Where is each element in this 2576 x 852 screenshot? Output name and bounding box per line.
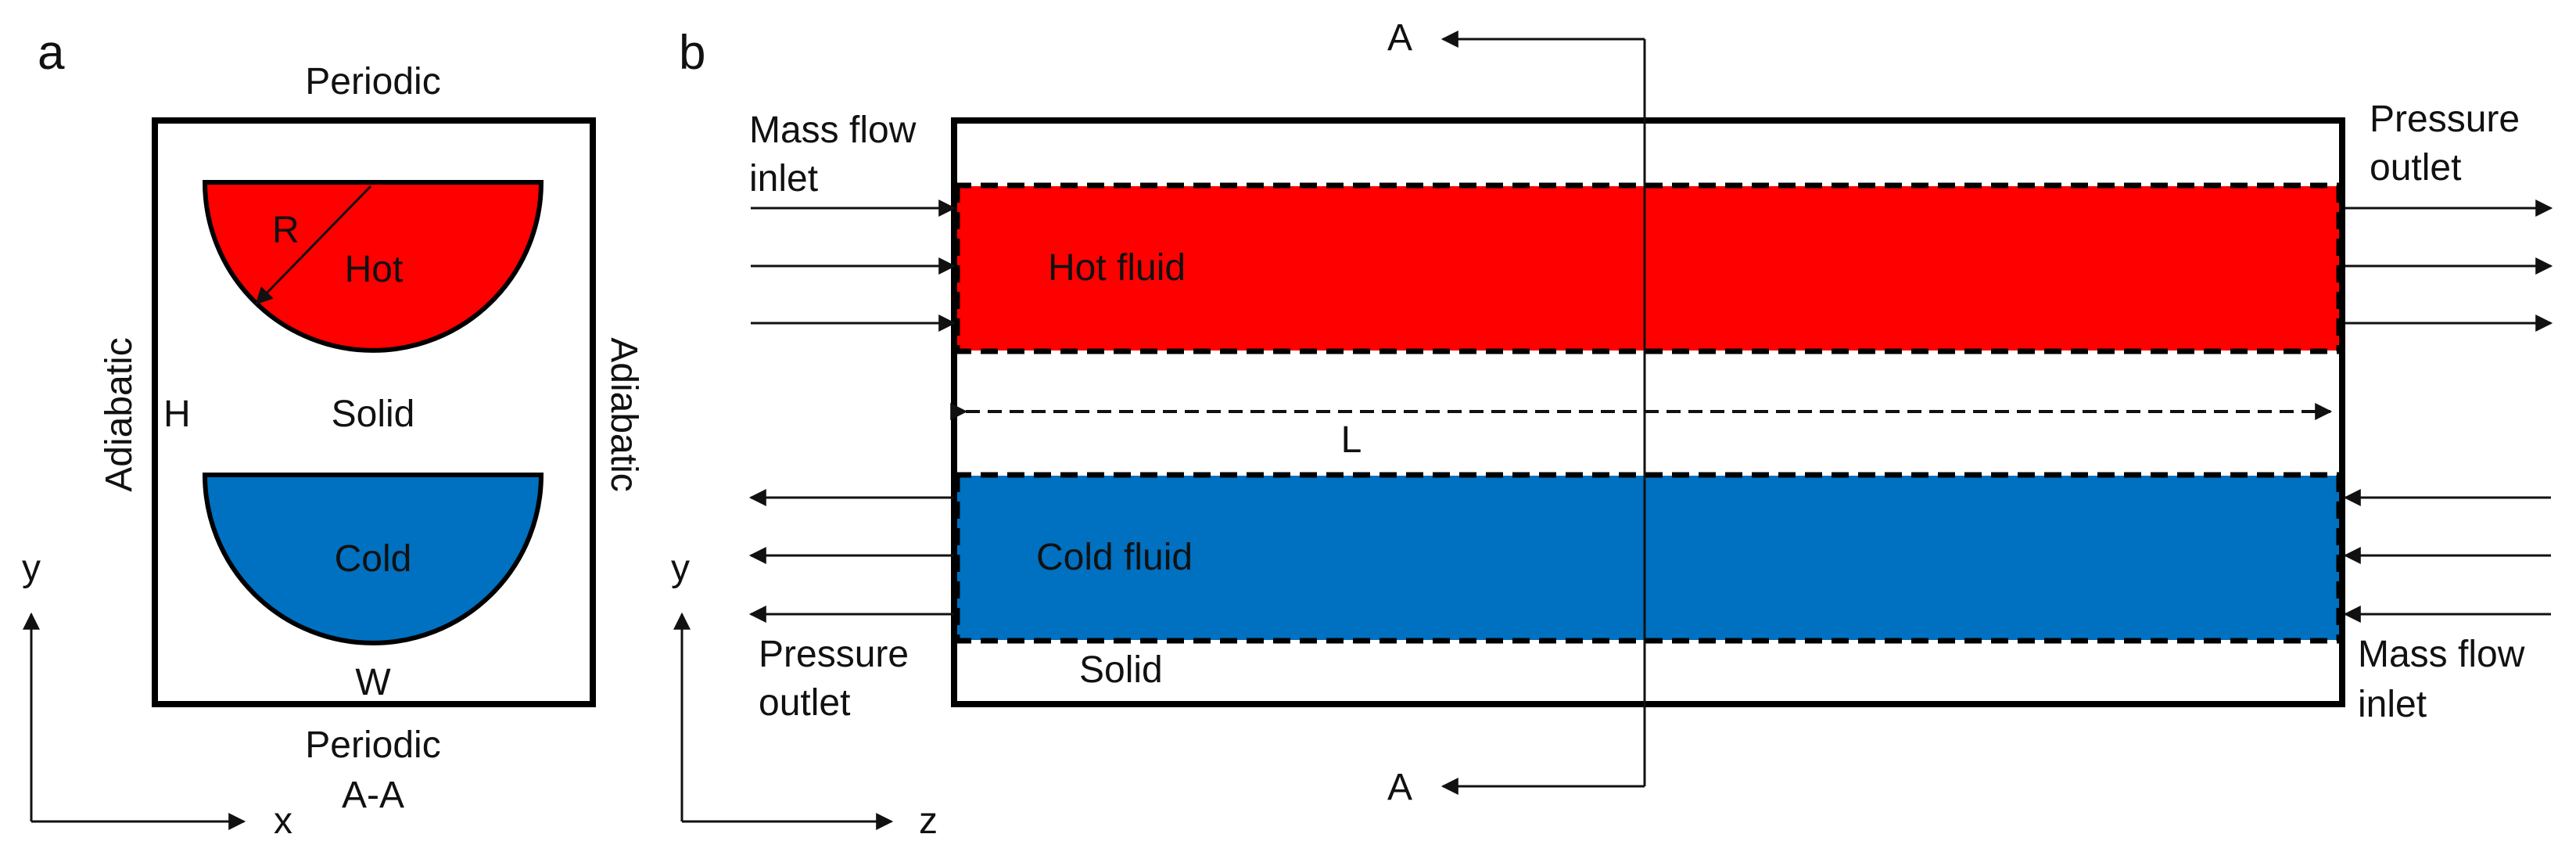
hot-fluid-label: Hot fluid (1048, 247, 1186, 289)
bottom-boundary-label: Periodic (305, 724, 440, 766)
cold-fluid-label: Cold fluid (1036, 537, 1193, 578)
axis-y-label: y (22, 548, 41, 589)
cold-label: Cold (335, 538, 412, 580)
section-label: A-A (342, 775, 404, 816)
cold-inlet-label-line2: inlet (2358, 684, 2427, 725)
cold-channel (202, 473, 544, 645)
cold-outlet-label-line2: outlet (759, 682, 850, 724)
hot-inlet-label-line2: inlet (749, 158, 818, 200)
panel-b: b A A Mass flow inlet Pressure outlet Ho… (671, 17, 2553, 842)
solid-label: Solid (332, 394, 415, 435)
width-label: W (355, 662, 391, 703)
cold-fluid-channel (954, 476, 2342, 640)
height-label: H (163, 394, 191, 435)
panel-a-label: a (38, 26, 65, 80)
hot-inlet-label-line1: Mass flow (749, 110, 917, 151)
top-boundary-label: Periodic (305, 61, 440, 102)
radius-arrow (255, 185, 372, 305)
cold-inlet-label-line1: Mass flow (2358, 634, 2525, 675)
cross-section-outline (152, 117, 596, 707)
cold-outlet-label-line1: Pressure (759, 634, 909, 675)
panel-b-label: b (679, 26, 705, 80)
section-label-top: A (1387, 17, 1412, 59)
hot-outlet-label-line2: outlet (2370, 147, 2461, 189)
hot-fluid-channel (954, 186, 2342, 351)
radius-label: R (272, 210, 300, 251)
panel-a: a Periodic R Hot H Solid Cold W Adiabati… (22, 26, 644, 842)
axis-y-label-b: y (671, 548, 690, 589)
axis-z-label: z (919, 800, 938, 842)
right-boundary-label: Adiabatic (603, 337, 644, 491)
section-label-bottom: A (1387, 767, 1412, 808)
hot-channel (202, 180, 544, 353)
hot-label: Hot (345, 249, 404, 290)
hot-outlet-label-line1: Pressure (2370, 99, 2520, 140)
solid-label-b: Solid (1079, 649, 1163, 691)
left-boundary-label: Adiabatic (99, 337, 140, 491)
length-label: L (1341, 419, 1362, 461)
axis-x-label: x (274, 800, 292, 842)
